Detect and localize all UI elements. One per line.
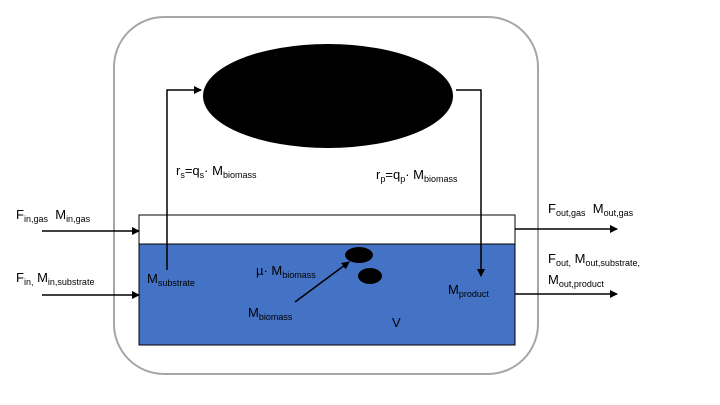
biomass-mass-label: Mbiomass bbox=[248, 305, 293, 322]
liquid-phase bbox=[138, 243, 516, 346]
substrate-uptake-rate-label: rs=qs· Mbiomass bbox=[176, 163, 257, 180]
cell-ellipse bbox=[203, 44, 453, 148]
substrate-mass-label: Msubstrate bbox=[147, 271, 195, 288]
product-release-arrow bbox=[456, 89, 485, 277]
growth-arrow bbox=[294, 261, 350, 303]
biomass-particle-2 bbox=[358, 268, 382, 284]
liquid-outflow-label-line2: Mout,product bbox=[548, 272, 604, 289]
gas-outflow-label: Fout,gas Mout,gas bbox=[548, 201, 634, 218]
product-formation-rate-label: rp=qp· Mbiomass bbox=[376, 167, 458, 184]
growth-rate-label: µ· Mbiomass bbox=[256, 263, 316, 280]
biomass-particle-1 bbox=[345, 247, 373, 263]
liquid-inflow-label: Fin, Min,substrate bbox=[16, 270, 95, 287]
product-mass-label: Mproduct bbox=[448, 282, 489, 299]
liquid-outflow-label-line1: Fout, Mout,substrate, bbox=[548, 251, 640, 268]
reactor-vessel bbox=[113, 16, 539, 375]
gas-inflow-label: Fin,gas Min,gas bbox=[16, 207, 91, 224]
substrate-uptake-arrow bbox=[166, 86, 202, 270]
volume-label: V bbox=[392, 315, 401, 330]
gas-headspace bbox=[138, 214, 516, 246]
